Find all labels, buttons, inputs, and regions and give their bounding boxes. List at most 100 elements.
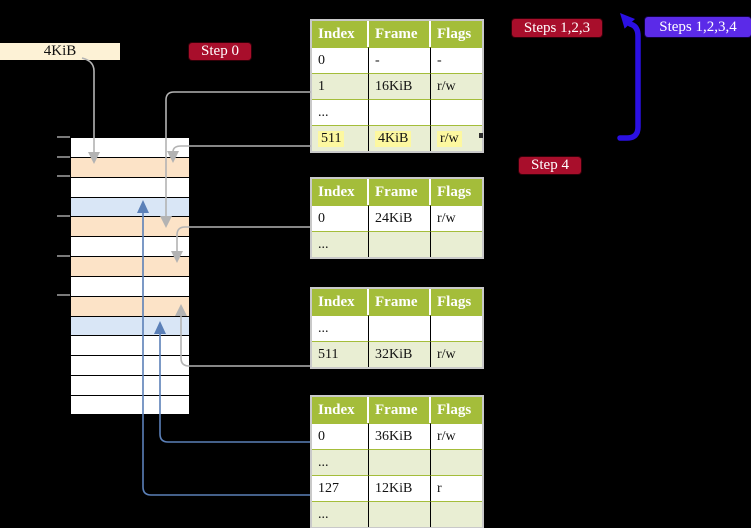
table-cell: 511	[312, 125, 369, 151]
cell-text: ...	[318, 454, 329, 470]
badge-step-0: Step 0	[189, 43, 251, 60]
memory-frame-row-4	[71, 217, 189, 238]
table-cell: 511	[312, 341, 369, 367]
frame-size-label: 4KiB	[0, 43, 120, 60]
table-cell	[369, 231, 431, 257]
table-cell: r/w	[431, 341, 482, 367]
cell-text: ...	[318, 320, 329, 336]
memory-tick	[57, 255, 70, 257]
table-cell: 0	[312, 47, 369, 73]
cell-text: 12KiB	[375, 480, 413, 496]
table-header-flags: Flags	[431, 21, 482, 47]
cell-text: ...	[318, 236, 329, 252]
table-header-index: Index	[312, 21, 369, 47]
cell-text: 1	[318, 78, 325, 94]
memory-frame-row-10	[71, 336, 189, 357]
table-cell	[369, 99, 431, 125]
cell-text: r/w	[437, 210, 456, 226]
memory-tick	[57, 294, 70, 296]
big-loop-arrow	[617, 13, 641, 141]
cell-text: 0	[318, 52, 325, 68]
table-cell: 127	[312, 475, 369, 501]
memory-frame-row-9	[71, 316, 189, 337]
memory-frame-row-5	[71, 237, 189, 258]
arrow-table2-entry0-to-24kib	[171, 226, 310, 263]
table-header-flags: Flags	[431, 397, 482, 423]
cell-text: 0	[318, 210, 325, 226]
table-header-frame: Frame	[369, 289, 431, 315]
table-cell: ...	[312, 231, 369, 257]
highlighted-cell-text: 511	[318, 130, 345, 147]
cell-text: 32KiB	[375, 346, 413, 362]
cell-text: r/w	[437, 428, 456, 444]
table-cell	[431, 501, 482, 527]
cell-text: 36KiB	[375, 428, 413, 444]
memory-tick	[57, 156, 70, 158]
table-cell: r/w	[431, 125, 482, 151]
badge-step-4: Step 4	[519, 157, 581, 174]
highlighted-cell-text: r/w	[437, 130, 462, 147]
table-cell: 4KiB	[369, 125, 431, 151]
cell-text: 0	[318, 428, 325, 444]
cell-text: r/w	[437, 78, 456, 94]
cell-text: r	[437, 480, 442, 496]
cell-text: -	[437, 52, 442, 68]
memory-frame-row-8	[71, 296, 189, 317]
cell-text: 16KiB	[375, 78, 413, 94]
memory-tick	[57, 175, 70, 177]
memory-frame-row-11	[71, 356, 189, 377]
badge-steps-1-2-3-4: Steps 1,2,3,4	[645, 17, 751, 37]
cell-text: 24KiB	[375, 210, 413, 226]
table-cell: 12KiB	[369, 475, 431, 501]
cell-text: ...	[318, 104, 329, 120]
table-cell: ...	[312, 315, 369, 341]
table-cell	[431, 231, 482, 257]
table-cell: 1	[312, 73, 369, 99]
table-cell: ...	[312, 501, 369, 527]
table-header-flags: Flags	[431, 289, 482, 315]
cell-text: 511	[318, 346, 339, 362]
table-cell: r/w	[431, 205, 482, 231]
table-header-index: Index	[312, 397, 369, 423]
cell-text: -	[375, 52, 380, 68]
table-header-frame: Frame	[369, 397, 431, 423]
table-cell	[369, 501, 431, 527]
table-cell	[431, 315, 482, 341]
table-cell: r/w	[431, 423, 482, 449]
table-cell: -	[369, 47, 431, 73]
table-header-frame: Frame	[369, 21, 431, 47]
cell-text: r/w	[437, 346, 456, 362]
memory-frame-row-12	[71, 376, 189, 396]
arrow-table3-entry511-to-32kib	[175, 304, 310, 367]
memory-frame-row-0	[71, 138, 189, 158]
table-cell: 36KiB	[369, 423, 431, 449]
table-cell: ...	[312, 99, 369, 125]
memory-frame-row-2	[71, 177, 189, 198]
cell-text: 127	[318, 480, 339, 496]
table-cell	[431, 449, 482, 475]
table-cell: 0	[312, 423, 369, 449]
table-cell	[369, 315, 431, 341]
memory-tick	[57, 215, 70, 217]
table-cell	[431, 99, 482, 125]
table-header-index: Index	[312, 179, 369, 205]
table-cell: 16KiB	[369, 73, 431, 99]
table-cell: ...	[312, 449, 369, 475]
table-cell: 24KiB	[369, 205, 431, 231]
table-cell: 32KiB	[369, 341, 431, 367]
memory-frame-row-6	[71, 257, 189, 277]
memory-frame-row-1	[71, 157, 189, 178]
memory-tick	[57, 136, 70, 138]
memory-frame-row-13	[71, 395, 189, 414]
table-header-frame: Frame	[369, 179, 431, 205]
cell-text: ...	[318, 506, 329, 522]
table-header-flags: Flags	[431, 179, 482, 205]
highlighted-cell-text: 4KiB	[375, 130, 412, 147]
table-header-index: Index	[312, 289, 369, 315]
badge-steps-1-2-3: Steps 1,2,3	[512, 19, 602, 37]
